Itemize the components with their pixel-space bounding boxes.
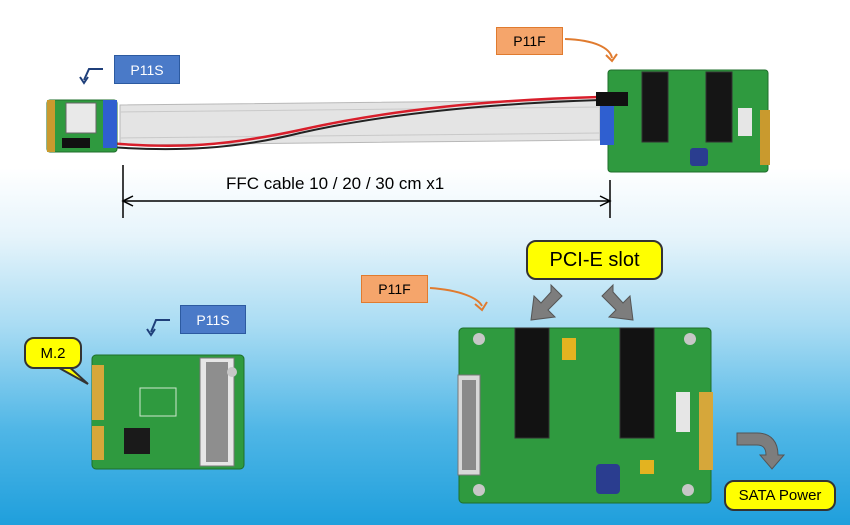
p11f-tag-bottom: P11F [361, 275, 428, 303]
pcie-slot-callout-text: PCI-E slot [549, 248, 640, 271]
sata-power-callout: SATA Power [724, 480, 836, 511]
sata-arrow [736, 432, 786, 470]
p11s-tag-top: P11S [114, 55, 180, 84]
p11f-tag-bottom-text: P11F [378, 281, 411, 297]
pcie-arrow-left [530, 283, 563, 321]
m2-board-closeup [91, 354, 245, 470]
m2-callout-text: M.2 [40, 344, 66, 362]
p11f-tag-top: P11F [496, 27, 563, 55]
bottom-p11f-pointer [429, 287, 483, 307]
p11s-tag-top-text: P11S [130, 61, 164, 78]
m2-callout: M.2 [24, 337, 82, 369]
p11s-tag-bottom: P11S [180, 305, 246, 334]
bottom-p11s-pointer [150, 319, 170, 333]
power-wire-black [94, 99, 601, 151]
m2-board-top [46, 99, 118, 153]
p11s-tag-bottom-text: P11S [196, 311, 230, 328]
adapter-board-top [596, 69, 770, 173]
p11f-tag-top-text: P11F [513, 33, 546, 49]
pcie-slot-callout: PCI-E slot [526, 240, 663, 280]
sata-power-callout-text: SATA Power [738, 487, 822, 504]
pcie-arrow-right [601, 283, 634, 321]
power-wire-red [94, 95, 601, 148]
ffc-cable [119, 99, 601, 146]
top-p11f-pointer [564, 38, 613, 59]
top-p11s-pointer [83, 68, 103, 81]
cable-label: FFC cable 10 / 20 / 30 cm x1 [226, 174, 445, 193]
adapter-board-closeup [457, 327, 713, 504]
